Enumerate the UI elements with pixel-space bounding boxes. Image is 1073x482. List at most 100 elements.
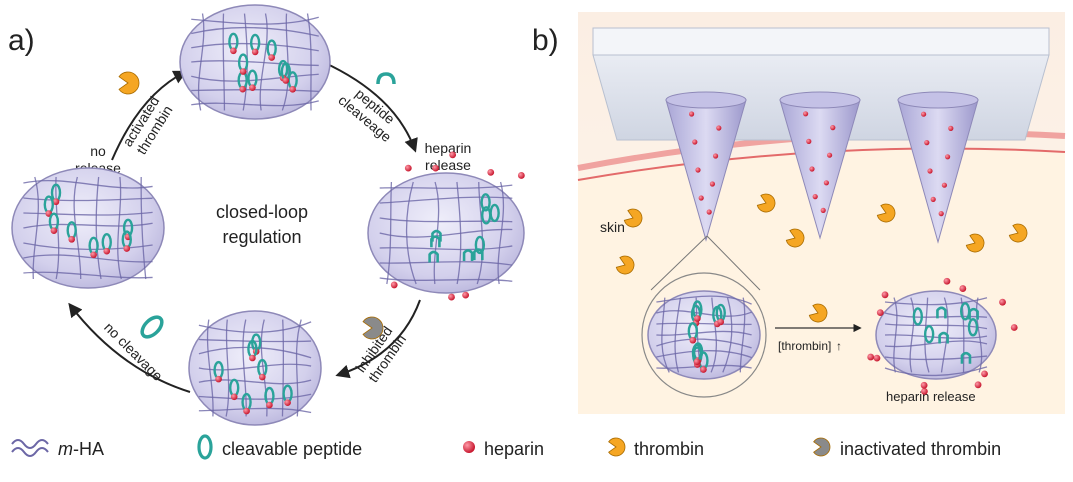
legend-mha-wave (11, 439, 49, 449)
heparin-dot (52, 198, 60, 206)
ha-strand (281, 13, 289, 111)
panel-a-label: a) (8, 24, 35, 57)
heparin-dot (689, 336, 697, 344)
zoom-line-left (650, 235, 708, 291)
heparin-dot (692, 139, 698, 145)
ha-strand (242, 319, 247, 417)
heparin-dot (259, 373, 266, 381)
heparin-dot (873, 354, 881, 362)
heparin-dot (289, 86, 296, 93)
legend-mha: m-HA (58, 439, 104, 459)
heparin-dot (695, 167, 701, 173)
ha-strand (661, 297, 670, 373)
ha-strand (95, 176, 102, 280)
heparin-dot (921, 387, 928, 395)
ha-strand (191, 100, 319, 107)
heparin-dot (876, 309, 884, 317)
ha-strand (295, 319, 302, 417)
ha-strand (23, 271, 153, 279)
ha-strand (379, 217, 513, 223)
legend-mha-wave-2 (11, 447, 49, 457)
heparin-dot (867, 353, 875, 361)
ha-strand (497, 181, 505, 285)
heparin-dot (823, 180, 830, 186)
heparin-dot (700, 366, 707, 373)
ha-strand (379, 277, 513, 282)
no-cleavage-label: no cleavage (101, 319, 166, 384)
heparin-dot (941, 182, 948, 188)
legend-heparin: heparin (484, 439, 544, 459)
legend-peptide: cleavable peptide (222, 439, 362, 459)
ha-strand (23, 254, 153, 263)
ha-strand (198, 363, 312, 371)
heparin-dot (706, 209, 712, 215)
heparin-dot (243, 407, 250, 415)
ha-strand (386, 181, 393, 285)
gel-right (367, 151, 525, 301)
microneedle-base (665, 91, 747, 109)
thrombin-icon (623, 208, 643, 228)
heparin-dot (927, 168, 933, 174)
heparin-dot (999, 298, 1006, 306)
ha-strand (191, 16, 319, 25)
microneedle-2 (779, 91, 861, 240)
heparin-dot (959, 285, 967, 292)
ha-strand (656, 364, 752, 369)
cleaved-peptide (936, 306, 947, 319)
cleavable-peptide (923, 324, 935, 344)
ha-strand (198, 346, 312, 359)
microneedle-1 (665, 91, 747, 242)
cleavable-peptide (959, 302, 971, 321)
heparin-dot (809, 166, 815, 172)
heparin-dot (881, 291, 889, 299)
ha-strand (674, 297, 682, 373)
heparin-dot (948, 125, 954, 131)
ha-strand (191, 42, 319, 52)
heparin-dot (689, 111, 695, 117)
ha-strand (225, 319, 230, 417)
heparin-dot (812, 194, 818, 200)
heparin-dot (698, 195, 704, 201)
ha-strand (710, 297, 717, 373)
ha-strand (206, 319, 214, 417)
heparin-release-label-b: heparin release (886, 389, 976, 404)
cleaved-peptide (938, 331, 949, 344)
heparin-dot (820, 207, 826, 213)
panel-b-scene: skin [thrombin] ↑ heparin release (577, 12, 1066, 414)
cleaved-peptide (431, 229, 442, 242)
heparin-dot (249, 354, 256, 362)
ha-strand (140, 176, 147, 280)
cleavable-peptide (967, 318, 979, 337)
heparin-dot (1010, 324, 1018, 331)
heparin-dot (938, 211, 944, 217)
microneedle-base (897, 91, 979, 109)
heparin-dot (239, 68, 247, 75)
thrombin-icon (756, 193, 776, 213)
heparin-dot (448, 293, 455, 301)
heparin-dot (717, 318, 725, 326)
cleavable-peptide (474, 235, 486, 255)
zoom-circle (641, 272, 767, 398)
heparin-dot (981, 370, 988, 378)
heparin-dot (930, 196, 936, 202)
heparin-dot (924, 140, 930, 146)
gel-bottom (188, 310, 322, 426)
cleaved-peptide (462, 249, 474, 261)
heparin-dot (517, 172, 525, 179)
gel-top (179, 4, 331, 120)
gel-zoom (647, 290, 761, 380)
ha-strand (198, 393, 312, 400)
heparin-dot (709, 181, 716, 187)
ha-strand (884, 355, 988, 361)
arrow-cleavage (322, 61, 418, 153)
ha-strand (55, 176, 60, 280)
heparin-dot (266, 401, 273, 409)
cleavable-peptide (912, 307, 924, 326)
microneedle-base (779, 91, 861, 109)
heparin-dot (487, 168, 495, 176)
ha-strand (23, 179, 153, 189)
heparin-dot (50, 227, 58, 234)
ha-strand (117, 176, 122, 280)
cleavable-peptide (480, 193, 491, 212)
heparin-dot (215, 375, 222, 383)
